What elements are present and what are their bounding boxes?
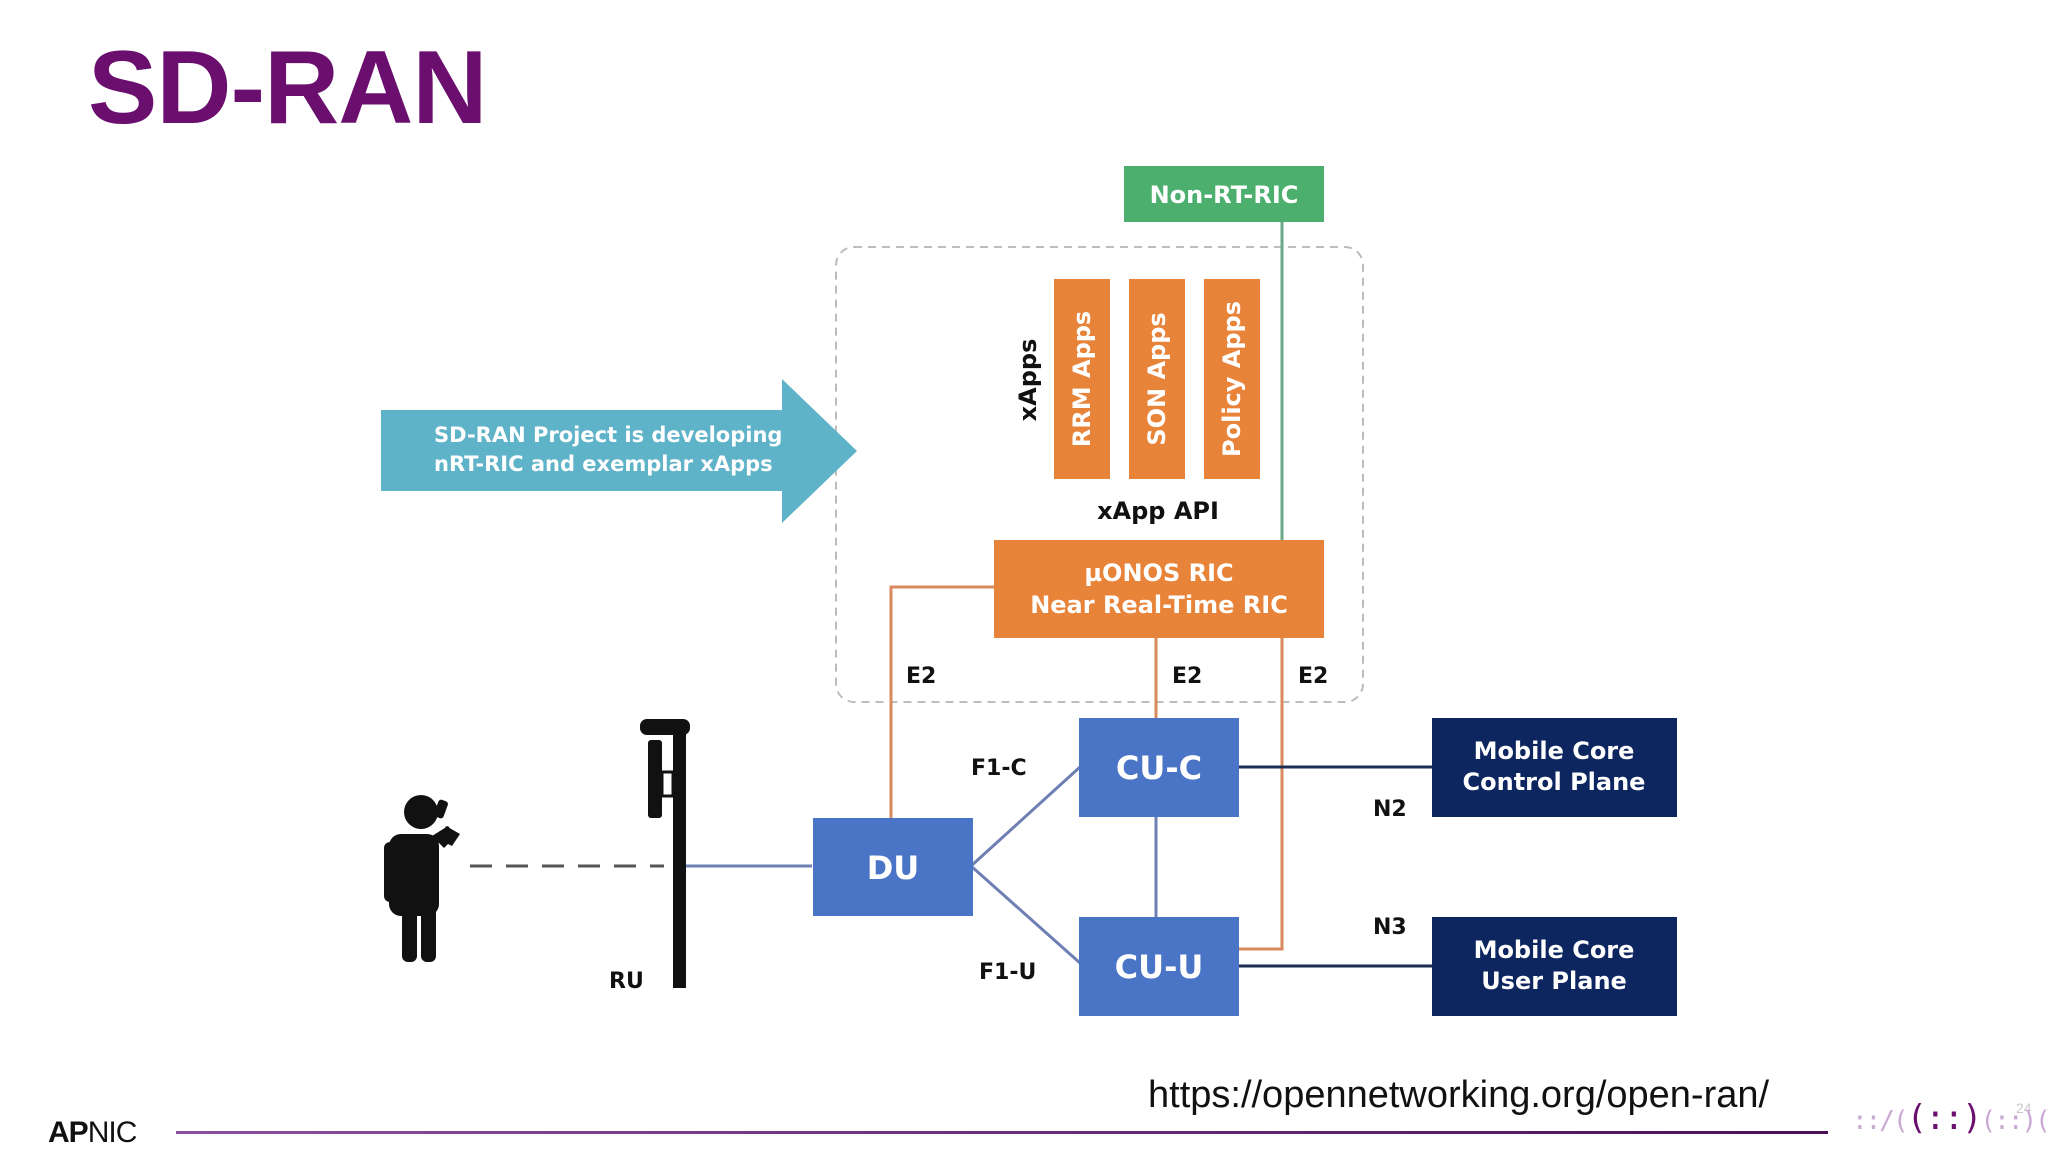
non-rt-ric-label: Non-RT-RIC — [1150, 181, 1299, 209]
connections — [470, 221, 1432, 968]
core-control-plane-box — [1432, 718, 1677, 817]
f1c-link — [969, 765, 1082, 868]
footer-divider — [176, 1131, 1828, 1134]
near-rt-ric-box — [994, 540, 1324, 638]
xapp-api-label: xApp API — [1097, 497, 1219, 525]
ru-label: RU — [609, 969, 644, 994]
core-control-line2: Control Plane — [1463, 768, 1646, 796]
core-user-line1: Mobile Core — [1474, 936, 1635, 964]
rrm-apps-box — [1054, 279, 1110, 479]
f1c-label: F1-C — [971, 756, 1027, 781]
rrm-apps-label: RRM Apps — [1068, 311, 1096, 447]
slide-title: SD-RAN — [88, 30, 487, 146]
f1u-link — [970, 864, 1081, 965]
near-rt-ric-line2: Near Real-Time RIC — [1030, 591, 1288, 619]
page-number: 24 — [2016, 1100, 2032, 1116]
xapps-label: xApps — [1014, 339, 1042, 422]
son-apps-label: SON Apps — [1143, 312, 1171, 445]
e2-label-cuu: E2 — [1298, 664, 1328, 689]
f1u-label: F1-U — [979, 960, 1036, 985]
cu-u-box — [1079, 917, 1239, 1016]
non-rt-ric-box — [1124, 166, 1324, 222]
n3-label: N3 — [1373, 915, 1407, 940]
son-apps-box — [1129, 279, 1185, 479]
callout-line1: SD-RAN Project is developing — [434, 423, 782, 447]
du-box — [813, 818, 973, 916]
e2-cuu-link — [1238, 638, 1284, 951]
core-user-line2: User Plane — [1481, 967, 1627, 995]
decorative-mark-icon: ::/((::)(::)(::) — [1852, 1098, 2048, 1138]
callout-line2: nRT-RIC and exemplar xApps — [434, 452, 773, 476]
cu-c-box — [1079, 718, 1239, 817]
logo-bold-part: AP — [48, 1116, 89, 1149]
ric-boundary — [835, 246, 1364, 703]
du-label: DU — [867, 849, 920, 887]
apnic-logo: APNIC — [48, 1116, 138, 1150]
near-rt-ric-line1: µONOS RIC — [1084, 559, 1233, 587]
core-control-line1: Mobile Core — [1474, 737, 1635, 765]
callout-arrow — [381, 379, 857, 523]
logo-rest-part: NIC — [87, 1116, 138, 1149]
policy-apps-label: Policy Apps — [1218, 301, 1246, 457]
cu-c-label: CU-C — [1116, 749, 1202, 787]
cu-u-label: CU-U — [1115, 948, 1204, 986]
n2-label: N2 — [1373, 797, 1407, 822]
core-user-plane-box — [1432, 917, 1677, 1016]
e2-du-link — [889, 585, 994, 820]
source-url[interactable]: https://opennetworking.org/open-ran/ — [1148, 1074, 1770, 1116]
e2-label-cuc: E2 — [1172, 664, 1202, 689]
person-on-phone-icon — [384, 795, 460, 962]
ru-tower-icon — [640, 719, 690, 988]
e2-label-du: E2 — [906, 664, 936, 689]
policy-apps-box — [1204, 279, 1260, 479]
